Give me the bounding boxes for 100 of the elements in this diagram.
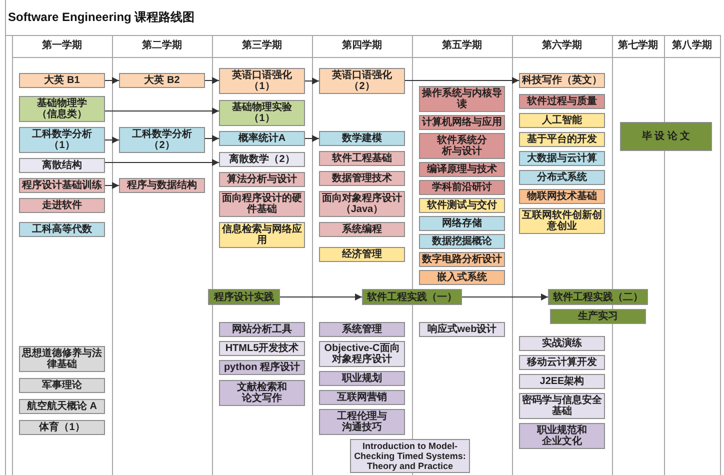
course-name: 离散结构 bbox=[42, 160, 82, 171]
arrow bbox=[404, 77, 520, 84]
course-name: 计算机网络与应用 bbox=[422, 117, 502, 128]
course-name: 科技写作（英文） bbox=[522, 75, 602, 86]
course-name: 程序设计基础训练 bbox=[22, 180, 102, 191]
arrow bbox=[104, 77, 120, 84]
course-box bbox=[219, 100, 305, 126]
course-box bbox=[19, 222, 105, 237]
course-name: 算法分析与设计 bbox=[227, 174, 297, 185]
course-name: 工科高等代数 bbox=[32, 224, 92, 235]
course-box bbox=[319, 322, 405, 337]
course-name: 大数据与云计算 bbox=[527, 153, 597, 164]
course-box bbox=[19, 399, 105, 414]
course-box bbox=[419, 216, 505, 231]
course-name: 基础物理实验（1） bbox=[231, 102, 293, 124]
course-name: 软件系统分析与设计 bbox=[437, 135, 487, 157]
course-box bbox=[519, 151, 605, 166]
course-box bbox=[519, 374, 605, 389]
course-name: 编译原理与技术 bbox=[427, 164, 497, 175]
course-name: 毕 设 论 文 bbox=[642, 131, 690, 142]
course-box bbox=[548, 289, 648, 305]
course-name: 软件测试与交付 bbox=[427, 200, 497, 211]
course-box bbox=[419, 270, 505, 285]
course-name: 响应式web设计 bbox=[427, 324, 497, 335]
course-box bbox=[208, 289, 280, 305]
course-name: 英语口语强化（2） bbox=[331, 70, 393, 92]
course-box bbox=[319, 390, 405, 405]
course-box bbox=[119, 127, 205, 153]
column-header: 第一学期 bbox=[42, 40, 82, 52]
course-name: 工程伦理与沟通技巧 bbox=[337, 411, 387, 433]
diagram-title: Software Engineering 课程路线图 bbox=[8, 10, 195, 24]
course-name: 职业规范和企业文化 bbox=[537, 425, 587, 447]
course-name: 经济管理 bbox=[342, 249, 382, 260]
course-name: J2EE架构 bbox=[540, 376, 584, 387]
arrow bbox=[304, 78, 320, 84]
course-name: 数据挖掘概论 bbox=[432, 236, 492, 247]
course-box bbox=[319, 409, 405, 435]
course-name: 数字电路分析设计 bbox=[422, 254, 502, 265]
course-name: 面向程序设计的硬件基础 bbox=[221, 193, 303, 215]
course-box bbox=[19, 158, 105, 173]
course-box bbox=[519, 423, 605, 449]
course-name: 程序设计实践 bbox=[214, 292, 274, 302]
course-box bbox=[519, 94, 605, 109]
course-box bbox=[219, 131, 305, 146]
course-name: HTML5开发技术 bbox=[225, 343, 299, 354]
course-box bbox=[19, 420, 105, 435]
course-name: 嵌入式系统 bbox=[437, 272, 487, 283]
course-name: 军事理论 bbox=[42, 380, 82, 391]
course-name: 英语口语强化（1） bbox=[231, 70, 293, 92]
course-name: 软件工程实践（二） bbox=[553, 292, 643, 302]
course-box bbox=[519, 355, 605, 370]
course-box bbox=[19, 73, 105, 88]
course-box bbox=[419, 322, 505, 337]
course-name: 面向对象程序设计（Java） bbox=[321, 193, 403, 215]
arrow bbox=[204, 77, 220, 84]
course-box bbox=[419, 162, 505, 177]
course-box bbox=[519, 113, 605, 128]
course-box bbox=[519, 336, 605, 351]
course-box bbox=[219, 360, 305, 375]
course-name: 网站分析工具 bbox=[232, 324, 292, 335]
course-name: Introduction to Model-Checking Timed Systems: Theory and Practice bbox=[353, 441, 467, 471]
course-box bbox=[319, 341, 405, 367]
course-name: 大英 B1 bbox=[44, 75, 80, 86]
course-box bbox=[519, 189, 605, 204]
column-header: 第二学期 bbox=[142, 40, 182, 52]
course-name: 数据管理技术 bbox=[332, 173, 392, 184]
course-box bbox=[319, 371, 405, 386]
course-name: 互联网营销 bbox=[337, 392, 387, 403]
course-name: 文献检索和论文写作 bbox=[237, 382, 287, 404]
course-name: 操作系统与内核导读 bbox=[420, 88, 503, 110]
arrow bbox=[104, 182, 120, 189]
course-box bbox=[319, 171, 405, 186]
course-box bbox=[319, 151, 405, 166]
course-box bbox=[19, 378, 105, 393]
course-name: 人工智能 bbox=[542, 115, 582, 126]
course-box bbox=[362, 289, 462, 305]
course-name: 工科数学分析（2） bbox=[131, 129, 193, 151]
course-box bbox=[419, 234, 505, 249]
course-name: 生产实习 bbox=[578, 311, 618, 322]
course-box bbox=[19, 96, 105, 122]
course-name: 体育（1） bbox=[39, 422, 85, 433]
course-box bbox=[419, 198, 505, 213]
course-box bbox=[319, 68, 405, 94]
arrow bbox=[280, 294, 362, 300]
course-name: 物联网技术基础 bbox=[527, 191, 597, 202]
course-box bbox=[219, 380, 305, 406]
course-box bbox=[550, 309, 646, 324]
column-header: 第四学期 bbox=[342, 40, 382, 52]
course-name: 实战演练 bbox=[542, 338, 582, 349]
course-name: 大英 B2 bbox=[144, 75, 180, 86]
course-box bbox=[119, 73, 205, 88]
course-name: 数学建模 bbox=[342, 133, 382, 144]
course-box bbox=[219, 68, 305, 94]
column-header: 第三学期 bbox=[242, 40, 282, 52]
course-name: 走进软件 bbox=[42, 200, 82, 211]
course-box bbox=[19, 127, 105, 153]
course-name: 信息检索与网络应用 bbox=[220, 224, 303, 246]
course-name: 学科前沿研讨 bbox=[432, 182, 492, 193]
course-name: 职业规划 bbox=[342, 373, 382, 384]
course-name: 程序与数据结构 bbox=[127, 180, 197, 191]
